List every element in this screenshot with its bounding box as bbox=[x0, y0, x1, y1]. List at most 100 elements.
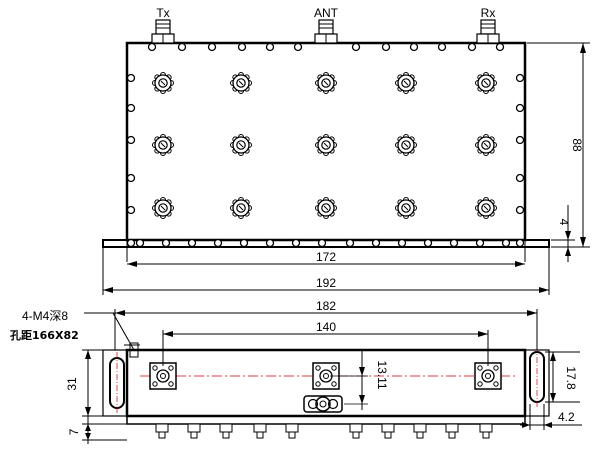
screw-head bbox=[515, 238, 525, 248]
screw-head bbox=[515, 73, 525, 83]
ant-offset-label: 13.11 bbox=[375, 360, 389, 389]
screw-head bbox=[423, 238, 433, 248]
tuning-screw bbox=[475, 134, 497, 156]
bottom-view: 4-M4深8 孔距166X82 182 140 bbox=[10, 299, 582, 444]
screw-head bbox=[501, 238, 511, 248]
flange-screw bbox=[479, 423, 493, 439]
screw-head bbox=[467, 42, 477, 52]
tx-connector bbox=[151, 19, 175, 44]
screw-head bbox=[213, 238, 223, 248]
flange-screw bbox=[155, 423, 169, 439]
ant-port-label: ANT bbox=[314, 6, 339, 20]
screw-head bbox=[237, 42, 247, 52]
bottom-height-label: 31 bbox=[65, 377, 79, 391]
tuning-screws bbox=[152, 72, 497, 219]
height-dimension-label: 88 bbox=[570, 138, 584, 152]
thread-spec-label: 4-M4深8 bbox=[22, 309, 68, 323]
flange-thickness-dimension: 4 bbox=[551, 205, 575, 262]
screw-head bbox=[126, 238, 136, 248]
hole-span-dimension: 172 bbox=[127, 250, 525, 267]
tuning-screw bbox=[475, 197, 497, 219]
screw-head bbox=[126, 103, 136, 113]
overall-length-dimension: 192 bbox=[103, 276, 549, 293]
tx-port-label: Tx bbox=[156, 6, 169, 20]
ant-connector bbox=[314, 19, 338, 44]
screw-head bbox=[381, 42, 391, 52]
coupling-element bbox=[303, 395, 343, 413]
port-flange bbox=[149, 362, 177, 390]
screw-head bbox=[239, 238, 249, 248]
port-spacing-label: 140 bbox=[316, 320, 336, 334]
screw-head bbox=[187, 238, 197, 248]
screw-head bbox=[351, 42, 361, 52]
screw-head bbox=[515, 173, 525, 183]
height-dimension: 88 bbox=[527, 42, 590, 248]
flange-screw bbox=[285, 423, 299, 439]
screw-head bbox=[265, 42, 275, 52]
screw-head bbox=[126, 173, 136, 183]
screw-head bbox=[291, 238, 301, 248]
flange-screw bbox=[349, 423, 363, 439]
ant-offset-dimension: 13.11 bbox=[330, 350, 389, 410]
flange-dimension-label: 7 bbox=[67, 428, 81, 435]
slot-offset-label: 17.8 bbox=[564, 366, 578, 390]
flange-screw bbox=[381, 423, 395, 439]
screw-head bbox=[265, 238, 275, 248]
flange-thickness-label: 4 bbox=[557, 219, 571, 226]
rx-connector bbox=[476, 19, 500, 44]
flange-screw bbox=[445, 423, 459, 439]
tuning-screw bbox=[152, 197, 174, 219]
screw-head bbox=[207, 42, 217, 52]
screw-head bbox=[317, 238, 327, 248]
tuning-screw bbox=[315, 134, 337, 156]
flange-screw bbox=[219, 423, 233, 439]
right-mounting-slot bbox=[529, 346, 545, 408]
rx-port-label: Rx bbox=[481, 6, 496, 20]
slot-width-label: 4.2 bbox=[558, 410, 575, 424]
hole-spacing-label: 孔距166X82 bbox=[10, 329, 79, 342]
body-length-label: 182 bbox=[316, 299, 336, 313]
bottom-height-dimension: 31 bbox=[65, 349, 103, 417]
flange-screw bbox=[413, 423, 427, 439]
flange-dimension: 7 bbox=[67, 416, 127, 444]
screw-head bbox=[135, 238, 145, 248]
hole-span-label: 172 bbox=[316, 250, 336, 264]
cover-screws bbox=[126, 42, 525, 248]
screw-head bbox=[177, 42, 187, 52]
port-spacing-dimension: 140 bbox=[162, 320, 489, 366]
tuning-screw bbox=[152, 72, 174, 94]
screw-head bbox=[345, 238, 355, 248]
screw-head bbox=[475, 238, 485, 248]
screw-head bbox=[371, 238, 381, 248]
screw-head bbox=[397, 238, 407, 248]
tuning-screw bbox=[230, 197, 252, 219]
body-length-dimension: 182 bbox=[114, 299, 538, 350]
front-flange bbox=[102, 239, 550, 248]
screw-head bbox=[515, 205, 525, 215]
screw-head bbox=[449, 238, 459, 248]
screw-head bbox=[126, 205, 136, 215]
thread-callout: 4-M4深8 孔距166X82 bbox=[10, 309, 140, 358]
left-mounting-slot bbox=[109, 352, 125, 414]
tuning-screw bbox=[315, 72, 337, 94]
screw-head bbox=[126, 135, 136, 145]
tuning-screw bbox=[395, 197, 417, 219]
tuning-screw bbox=[152, 134, 174, 156]
tuning-screw bbox=[315, 197, 337, 219]
front-view: Tx ANT Rx 88 4 172 bbox=[102, 6, 590, 295]
port-flange bbox=[474, 362, 502, 390]
flange-screw bbox=[253, 423, 267, 439]
screw-head bbox=[495, 42, 505, 52]
screw-head bbox=[437, 42, 447, 52]
tuning-screw bbox=[230, 134, 252, 156]
screw-head bbox=[409, 42, 419, 52]
flange-screws bbox=[155, 423, 493, 439]
screw-head bbox=[147, 42, 157, 52]
slot-width-dimension: 4.2 bbox=[520, 404, 582, 430]
tuning-screw bbox=[475, 72, 497, 94]
screw-head bbox=[293, 42, 303, 52]
overall-length-label: 192 bbox=[316, 276, 336, 290]
screw-head bbox=[515, 103, 525, 113]
flange-screw bbox=[187, 423, 201, 439]
